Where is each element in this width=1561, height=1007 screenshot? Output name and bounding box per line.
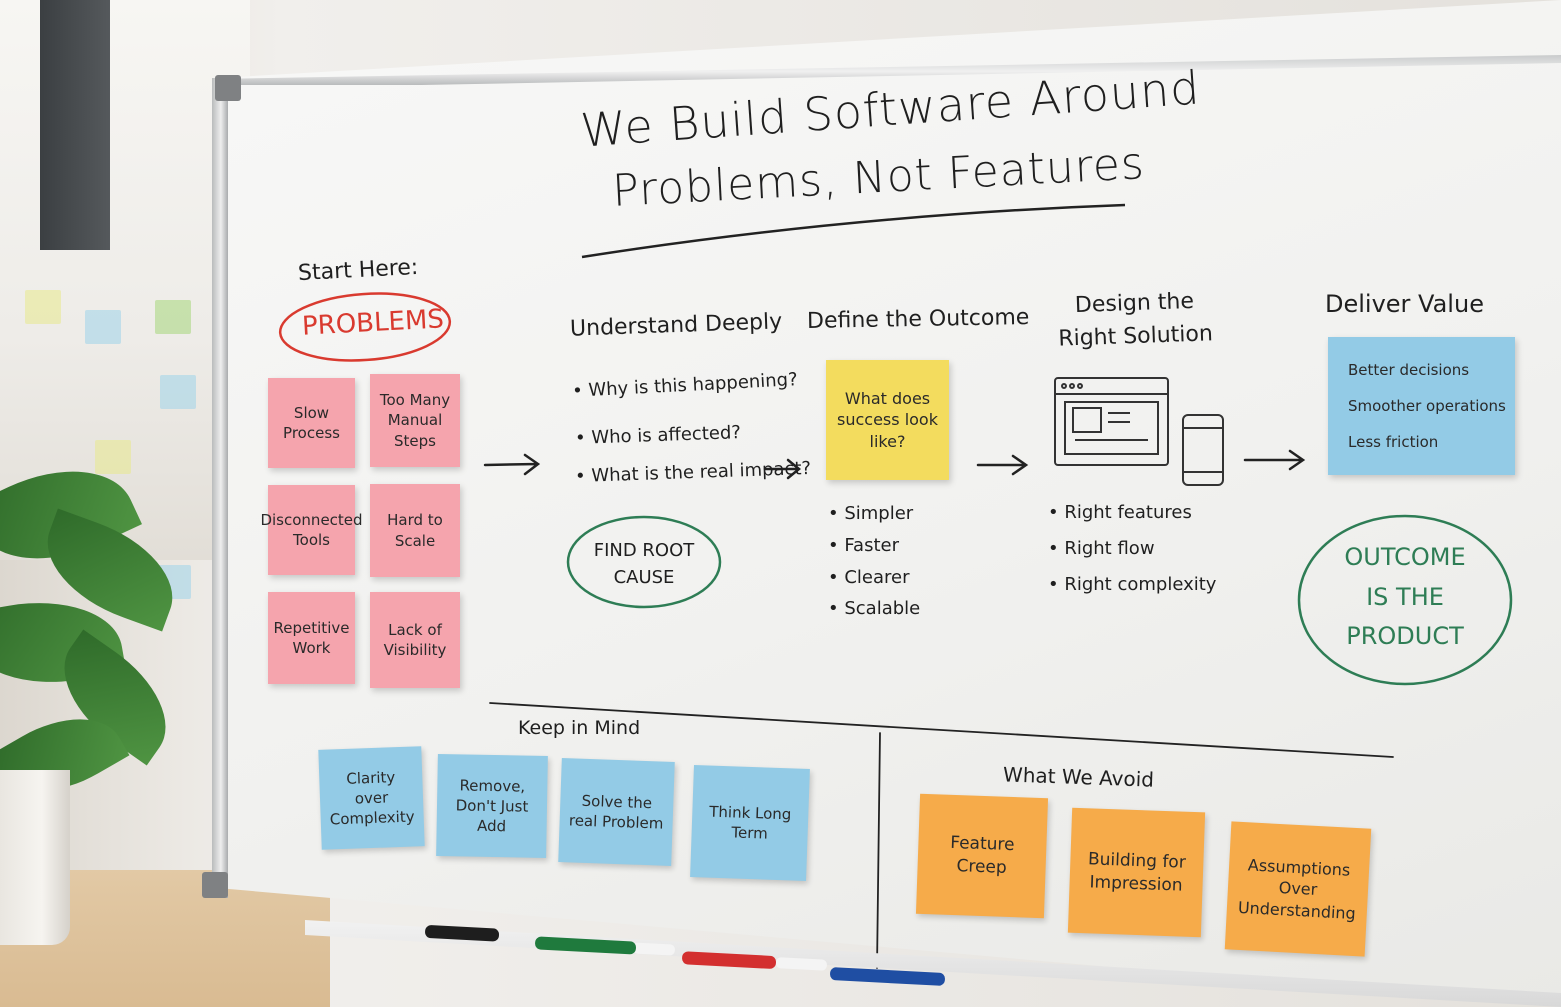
design-bullet: • Right features — [1048, 502, 1192, 523]
arrow-icon — [483, 453, 541, 476]
arrow-icon — [976, 454, 1029, 476]
outcome-product-text: OUTCOME IS THE PRODUCT — [1344, 543, 1466, 651]
problem-note: Too Many Manual Steps — [370, 374, 460, 467]
whiteboard-frame-left — [212, 78, 228, 898]
outcome-bullet: • Simpler — [828, 503, 914, 524]
root-cause-text: FIND ROOT CAUSE — [593, 540, 695, 588]
background-note — [160, 375, 196, 409]
problem-note: Hard to Scale — [370, 484, 460, 577]
root-cause-circle — [566, 515, 722, 609]
design-sketch-icon — [1054, 377, 1224, 486]
outcome-note: What does success look like? — [826, 360, 949, 480]
keep-in-mind-note: Solve the real Problem — [558, 758, 675, 866]
divider-horizontal — [489, 702, 1394, 758]
avoid-note: Building for Impression — [1067, 807, 1206, 938]
design-bullet: • Right complexity — [1048, 574, 1217, 595]
title-underline — [581, 203, 1126, 259]
keep-in-mind-heading: Keep in Mind — [518, 717, 641, 739]
outcome-heading: Define the Outcome — [806, 305, 1030, 334]
outcome-bullet: • Scalable — [828, 598, 921, 619]
deliver-note-line: Less friction — [1348, 433, 1439, 451]
deliver-note: Better decisions Smoother operations Les… — [1328, 337, 1515, 475]
frame-corner — [202, 872, 228, 898]
arrow-icon — [763, 458, 801, 480]
design-heading: Design the Right Solution — [1057, 288, 1214, 352]
problem-note: Slow Process — [268, 378, 355, 468]
outcome-bullet: • Clearer — [828, 567, 910, 588]
outcome-circle — [1297, 514, 1513, 686]
background-note — [25, 290, 61, 324]
keep-in-mind-note: Think Long Term — [690, 765, 810, 881]
plant-pot — [0, 770, 70, 945]
avoid-note: Assumptions Over Understanding — [1224, 821, 1372, 957]
deliver-heading: Deliver Value — [1325, 290, 1484, 318]
divider-vertical — [876, 732, 881, 969]
problem-note: Repetitive Work — [268, 592, 355, 684]
problem-note: Disconnected Tools — [260, 485, 363, 575]
background-note — [155, 300, 191, 334]
frame-corner — [215, 75, 241, 101]
problem-note: Lack of Visibility — [370, 592, 460, 688]
deliver-note-line: Smoother operations — [1348, 397, 1506, 415]
problems-circle — [278, 292, 452, 362]
keep-in-mind-note: Clarity over Complexity — [318, 746, 425, 850]
arrow-icon — [1243, 449, 1306, 471]
deliver-note-line: Better decisions — [1348, 361, 1470, 379]
outcome-bullet: • Faster — [828, 535, 899, 556]
window-frame — [40, 0, 110, 250]
keep-in-mind-note: Remove, Don't Just Add — [436, 754, 548, 858]
background-note — [95, 440, 131, 474]
design-bullet: • Right flow — [1048, 538, 1155, 559]
avoid-note: Feature Creep — [915, 793, 1049, 919]
background-note — [85, 310, 121, 344]
